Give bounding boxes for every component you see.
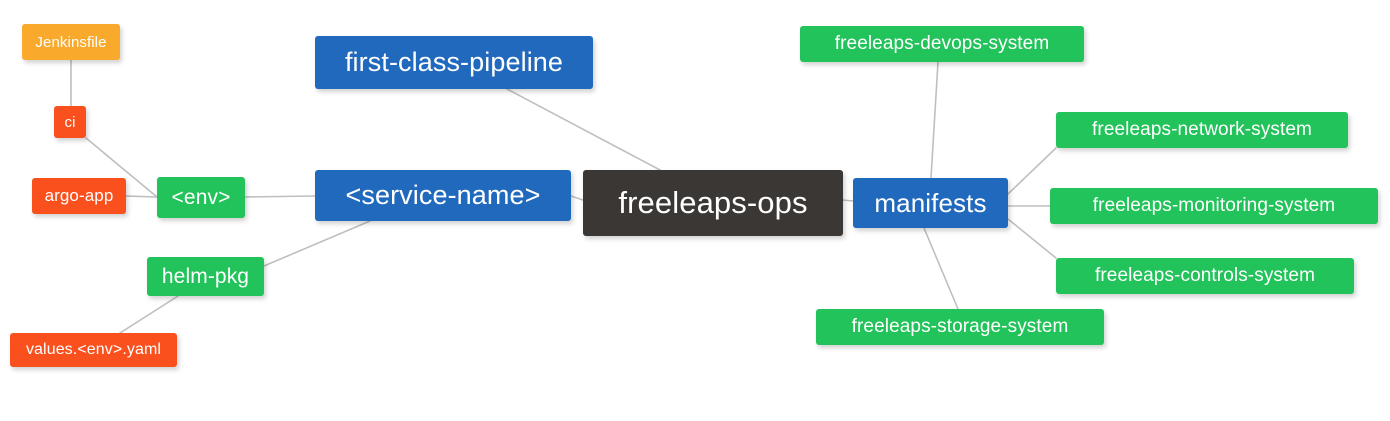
- edge-service-name-to-helm-pkg: [263, 220, 371, 267]
- mindmap-node-helm-pkg[interactable]: helm-pkg: [147, 257, 264, 296]
- mindmap-node-manifests[interactable]: manifests: [853, 178, 1008, 228]
- edge-argo-app-to-env: [125, 195, 158, 198]
- mindmap-node-freeleaps-devops-system[interactable]: freeleaps-devops-system: [800, 26, 1084, 62]
- edge-service-name-to-freeleaps-ops: [570, 195, 584, 201]
- mindmap-node-values-env-yaml[interactable]: values.<env>.yaml: [10, 333, 177, 367]
- mindmap-node-argo-app[interactable]: argo-app: [32, 178, 126, 214]
- mindmap-node-service-name[interactable]: <service-name>: [315, 170, 571, 221]
- mindmap-node-freeleaps-network-system[interactable]: freeleaps-network-system: [1056, 112, 1348, 148]
- edge-manifests-to-freeleaps-network-system: [1007, 147, 1057, 195]
- edge-helm-pkg-to-values-env-yaml: [119, 295, 179, 334]
- edge-manifests-to-freeleaps-devops-system: [930, 61, 939, 179]
- mindmap-node-jenkinsfile[interactable]: Jenkinsfile: [22, 24, 120, 60]
- edge-freeleaps-ops-to-manifests: [842, 199, 854, 202]
- edge-manifests-to-freeleaps-storage-system: [923, 227, 959, 310]
- edge-env-to-service-name: [244, 195, 316, 198]
- mindmap-node-ci[interactable]: ci: [54, 106, 86, 138]
- mindmap-node-freeleaps-monitoring-system[interactable]: freeleaps-monitoring-system: [1050, 188, 1378, 224]
- mindmap-node-freeleaps-ops[interactable]: freeleaps-ops: [583, 170, 843, 236]
- edge-first-class-pipeline-to-freeleaps-ops: [506, 88, 661, 171]
- edge-manifests-to-freeleaps-controls-system: [1007, 218, 1057, 259]
- mindmap-node-env[interactable]: <env>: [157, 177, 245, 218]
- mindmap-node-first-class-pipeline[interactable]: first-class-pipeline: [315, 36, 593, 89]
- mindmap-node-freeleaps-controls-system[interactable]: freeleaps-controls-system: [1056, 258, 1354, 294]
- edge-ci-to-env: [85, 137, 158, 198]
- mindmap-node-freeleaps-storage-system[interactable]: freeleaps-storage-system: [816, 309, 1104, 345]
